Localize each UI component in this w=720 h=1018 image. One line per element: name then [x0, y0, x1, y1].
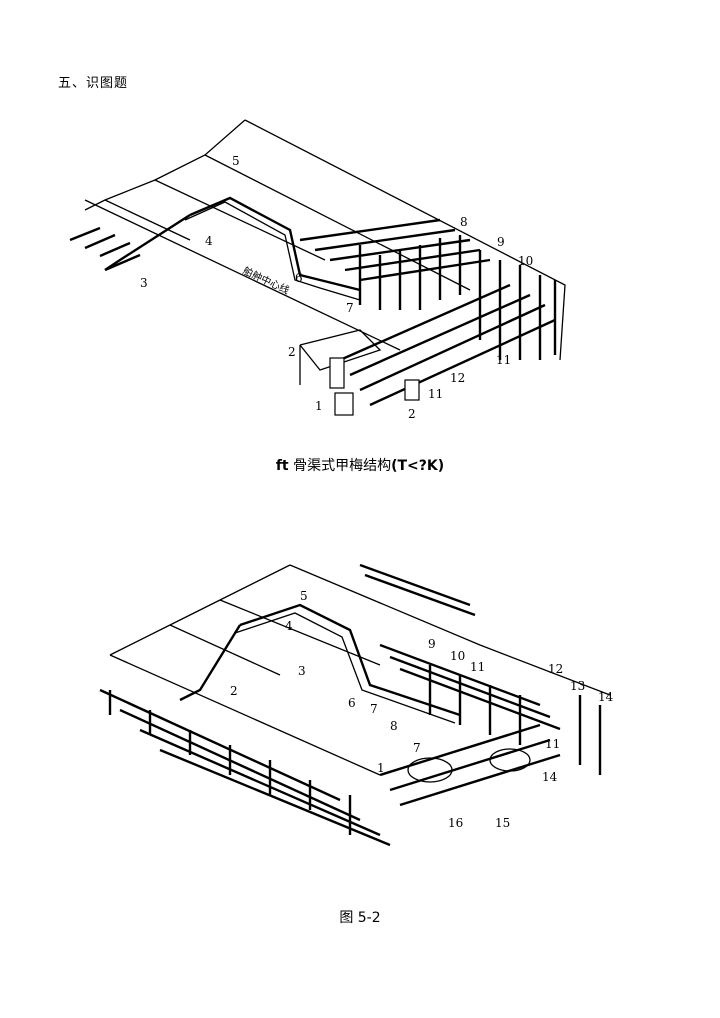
fig1-label-2a: 2	[288, 345, 296, 359]
fig1-label-10: 10	[518, 254, 533, 268]
fig1-centerline-label: 舶舯中心线	[241, 264, 292, 297]
figure1-caption-prefix: ft	[275, 458, 289, 474]
fig1-label-11b: 11	[428, 387, 443, 401]
fig1-label-7: 7	[346, 301, 354, 315]
fig2-label-8: 8	[390, 719, 398, 733]
fig2-label-6: 6	[348, 696, 356, 710]
fig1-label-5: 5	[232, 154, 240, 168]
fig2-label-16: 16	[448, 816, 463, 830]
figure2-caption: 图 5-2	[339, 910, 381, 926]
fig2-label-2: 2	[230, 684, 238, 698]
fig2-label-10: 10	[450, 649, 465, 663]
fig2-label-5: 5	[300, 589, 308, 603]
fig2-label-11a: 11	[470, 660, 485, 674]
deck-structure-figure-2: 5 4 3 2 6 9 10 11 12 13 14 7 8 7 11 1 14…	[80, 545, 640, 875]
fig2-label-15: 15	[495, 816, 510, 830]
deck-structure-figure-1: 5 4 6 3 8 9 10 7 2 12 11 11 1 2 舶舯中心线	[60, 110, 600, 440]
fig1-label-6: 6	[295, 271, 303, 285]
figure1-caption: ft 骨渠式甲梅结构(T<?K)	[0, 455, 720, 475]
fig2-label-12: 12	[548, 662, 563, 676]
fig2-label-13: 13	[570, 679, 585, 693]
fig2-label-11b: 11	[545, 737, 560, 751]
section-heading: 五、识图题	[58, 76, 129, 91]
fig2-label-3: 3	[298, 664, 306, 678]
fig1-label-9: 9	[497, 235, 505, 249]
fig1-label-1: 1	[315, 399, 323, 413]
fig2-label-1: 1	[377, 761, 385, 775]
deck-structure-drawing-2: 5 4 3 2 6 9 10 11 12 13 14 7 8 7 11 1 14…	[99, 563, 614, 847]
deck-structure-drawing-1: 5 4 6 3 8 9 10 7 2 12 11 11 1 2 舶舯中心线	[69, 119, 566, 421]
fig1-label-8: 8	[460, 215, 468, 229]
fig1-label-4: 4	[205, 234, 213, 248]
fig1-label-11a: 11	[496, 353, 511, 367]
fig1-label-2b: 2	[408, 407, 416, 421]
fig2-label-4: 4	[285, 619, 293, 633]
figure1-caption-suffix: (T<?K)	[391, 458, 445, 474]
fig1-label-3: 3	[140, 276, 148, 290]
fig2-label-14a: 14	[598, 690, 614, 704]
fig1-label-12: 12	[450, 371, 465, 385]
fig2-label-14b: 14	[542, 770, 558, 784]
fig2-label-7b: 7	[413, 741, 421, 755]
fig2-label-9: 9	[428, 637, 436, 651]
fig2-label-7a: 7	[370, 702, 378, 716]
figure1-caption-middle: 骨渠式甲梅结构	[288, 458, 392, 474]
